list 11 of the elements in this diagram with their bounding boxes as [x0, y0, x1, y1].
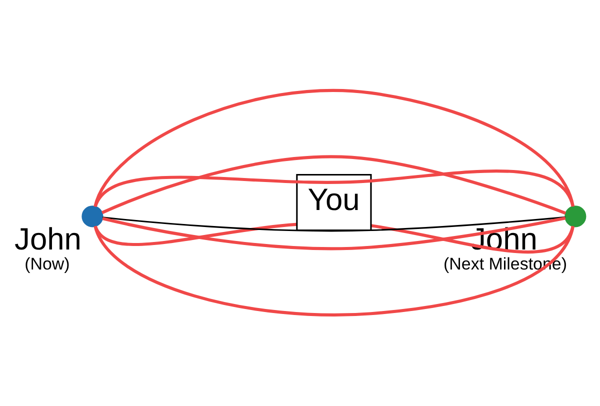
edge-label: You	[308, 182, 360, 218]
connector	[101, 155, 566, 215]
connector	[102, 216, 566, 232]
node-circle	[564, 206, 586, 228]
connector	[94, 89, 575, 208]
connector	[94, 170, 574, 208]
node-label: (Now)	[24, 254, 70, 274]
node-label: John	[14, 222, 82, 257]
connector	[102, 216, 566, 250]
node-circle	[82, 206, 104, 228]
connector	[94, 226, 574, 316]
